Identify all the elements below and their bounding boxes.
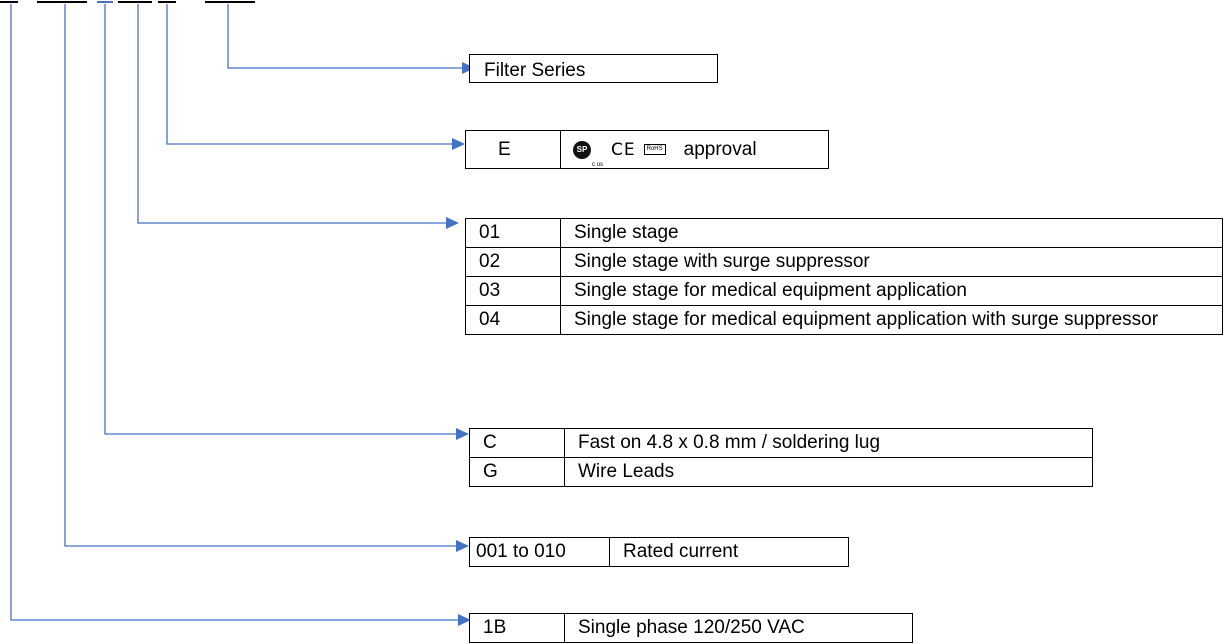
phase-table: 1B Single phase 120/250 VAC [469, 613, 913, 643]
current-table: 001 to 010 Rated current [469, 537, 849, 567]
stage-code: 04 [465, 305, 561, 335]
series-box: Filter Series [469, 54, 718, 83]
table-row: 03 Single stage for medical equipment ap… [465, 276, 1223, 306]
stage-code: 01 [465, 218, 561, 248]
arrow-phase [458, 614, 471, 626]
approval-text: approval [683, 138, 757, 160]
rohs-icon: RoHS [643, 144, 666, 155]
approval-code: E [466, 131, 561, 168]
stage-desc: Single stage with surge suppressor [560, 247, 1223, 277]
current-code: 001 to 010 [469, 537, 610, 567]
table-row: 1B Single phase 120/250 VAC [469, 613, 913, 643]
phase-code: 1B [469, 613, 565, 643]
ce-icon: CE [611, 139, 636, 160]
table-row: 02 Single stage with surge suppressor [465, 247, 1223, 277]
connector-current [64, 4, 456, 547]
connector-terminal [104, 4, 456, 435]
stage-desc: Single stage for medical equipment appli… [560, 305, 1223, 335]
stage-code: 03 [465, 276, 561, 306]
arrow-series [462, 62, 475, 74]
current-desc: Rated current [609, 537, 849, 567]
terminal-code: G [469, 457, 565, 487]
table-row: 04 Single stage for medical equipment ap… [465, 305, 1223, 335]
arrow-terminal [456, 428, 469, 440]
arrow-stage [446, 217, 459, 229]
terminal-desc: Wire Leads [564, 457, 1093, 487]
arrow-current [456, 540, 469, 552]
table-row: G Wire Leads [469, 457, 1093, 487]
csa-sub-label: c us [592, 162, 604, 168]
table-row: 001 to 010 Rated current [469, 537, 849, 567]
series-label: Filter Series [484, 60, 586, 81]
connector-approval [166, 4, 452, 145]
terminal-desc: Fast on 4.8 x 0.8 mm / soldering lug [564, 428, 1093, 458]
approval-marks: SP c us CE RoHS approval [561, 131, 828, 168]
terminal-table: C Fast on 4.8 x 0.8 mm / soldering lug G… [469, 428, 1093, 487]
terminal-code: C [469, 428, 565, 458]
connector-phase [10, 4, 458, 621]
csa-icon: SP [573, 140, 591, 159]
stage-code: 02 [465, 247, 561, 277]
stage-desc: Single stage for medical equipment appli… [560, 276, 1223, 306]
connector-series [227, 4, 462, 69]
arrow-approval [452, 138, 465, 150]
connector-stage [137, 4, 446, 224]
stage-table: 01 Single stage 02 Single stage with sur… [465, 218, 1223, 335]
approval-box: E SP c us CE RoHS approval [465, 130, 829, 169]
stage-desc: Single stage [560, 218, 1223, 248]
phase-desc: Single phase 120/250 VAC [564, 613, 913, 643]
table-row: C Fast on 4.8 x 0.8 mm / soldering lug [469, 428, 1093, 458]
table-row: 01 Single stage [465, 218, 1223, 248]
